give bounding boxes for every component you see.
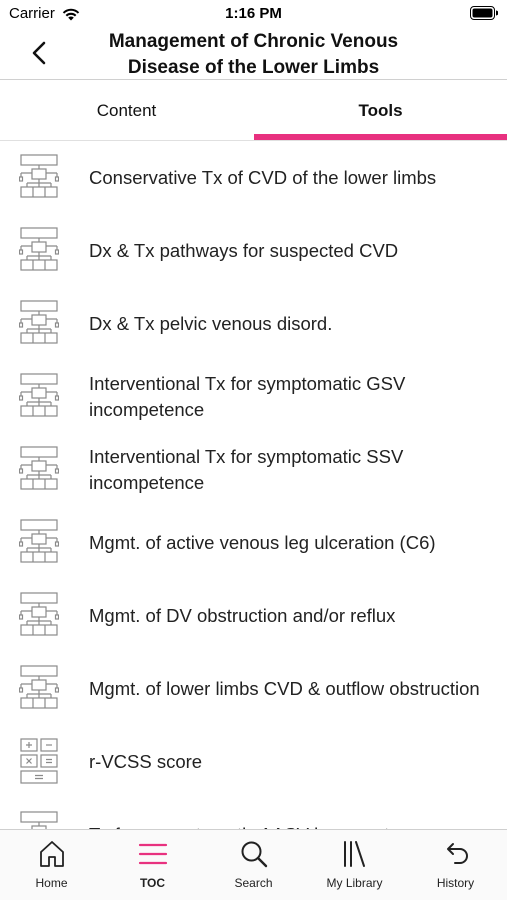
library-icon [343, 841, 365, 867]
list-item-label: Interventional Tx for symptomatic SSV in… [89, 445, 404, 493]
flowchart-icon [19, 810, 59, 830]
history-icon [446, 843, 468, 864]
tab-bar-label: My Library [326, 876, 383, 890]
tab-bar-label: History [436, 876, 475, 890]
flowchart-icon [19, 591, 59, 636]
list-item-label: Dx & Tx pathways for suspected CVD [89, 239, 399, 261]
list-item[interactable]: Conservative Tx of CVD of the lower limb… [0, 141, 507, 214]
segment-tabs: Content Tools [0, 81, 507, 141]
toc-icon [138, 843, 167, 865]
flowchart-icon [19, 226, 59, 271]
tab-bar-home[interactable]: Home [1, 838, 102, 898]
tab-tools[interactable]: Tools [358, 100, 403, 120]
list-item[interactable]: Tx for asymptomatic AASV incompetence [0, 798, 507, 830]
chevron-left-icon [32, 41, 46, 65]
tab-bar-label: Search [234, 876, 273, 890]
list-item[interactable]: Mgmt. of DV obstruction and/or reflux [0, 579, 507, 652]
page-title-line1: Management of Chronic Venous [108, 31, 399, 52]
tab-bar-label: Home [35, 876, 68, 890]
list-item-label: Tx for asymptomatic AASV incompetence [89, 822, 487, 831]
status-left: Carrier [9, 5, 81, 22]
list-item-label: Dx & Tx pelvic venous disord. [89, 312, 333, 334]
flowchart-icon [19, 445, 59, 490]
list-item[interactable]: Interventional Tx for symptomatic SSV in… [0, 433, 507, 506]
nav-bar: Management of Chronic Venous Disease of … [0, 28, 507, 80]
list-item-label: Mgmt. of DV obstruction and/or reflux [89, 604, 396, 626]
page-title: Management of Chronic Venous Disease of … [70, 29, 437, 81]
battery-icon [470, 6, 498, 20]
list-item-label: Interventional Tx for symptomatic GSV in… [89, 372, 406, 420]
list-item[interactable]: Mgmt. of lower limbs CVD & outflow obstr… [0, 652, 507, 725]
calculator-icon [20, 737, 58, 784]
tab-content[interactable]: Content [96, 100, 157, 120]
flowchart-icon [19, 153, 59, 198]
status-time: 1:16 PM [225, 5, 282, 22]
list-item-label: Conservative Tx of CVD of the lower limb… [89, 166, 437, 188]
list-item-label: Mgmt. of active venous leg ulceration (C… [89, 531, 436, 553]
list-item-label: r-VCSS score [89, 750, 203, 772]
tab-bar-history[interactable]: History [405, 838, 506, 898]
back-button[interactable] [26, 38, 52, 68]
list-item[interactable]: r-VCSS score [0, 725, 507, 798]
flowchart-icon [19, 372, 59, 417]
home-icon [39, 841, 64, 867]
list-item-label: Mgmt. of lower limbs CVD & outflow obstr… [89, 677, 480, 699]
tab-bar-toc[interactable]: TOC [102, 838, 203, 898]
flowchart-icon [19, 518, 59, 563]
tab-bar-label: TOC [139, 876, 166, 890]
tab-bar-my-library[interactable]: My Library [304, 838, 405, 898]
list-item[interactable]: Interventional Tx for symptomatic GSV in… [0, 360, 507, 433]
tools-list[interactable]: Conservative Tx of CVD of the lower limb… [0, 141, 507, 830]
list-item[interactable]: Dx & Tx pathways for suspected CVD [0, 214, 507, 287]
active-tab-indicator [254, 134, 507, 140]
carrier-label: Carrier [9, 5, 55, 22]
wifi-icon [62, 8, 80, 20]
page-title-line2: Disease of the Lower Limbs [127, 57, 380, 78]
list-item[interactable]: Dx & Tx pelvic venous disord. [0, 287, 507, 360]
search-icon [241, 841, 267, 868]
flowchart-icon [19, 664, 59, 709]
status-bar: Carrier 1:16 PM [0, 0, 507, 28]
list-item[interactable]: Mgmt. of active venous leg ulceration (C… [0, 506, 507, 579]
bottom-tab-bar: Home TOC Search My Library History [0, 829, 507, 900]
flowchart-icon [19, 299, 59, 344]
tab-bar-search[interactable]: Search [203, 838, 304, 898]
